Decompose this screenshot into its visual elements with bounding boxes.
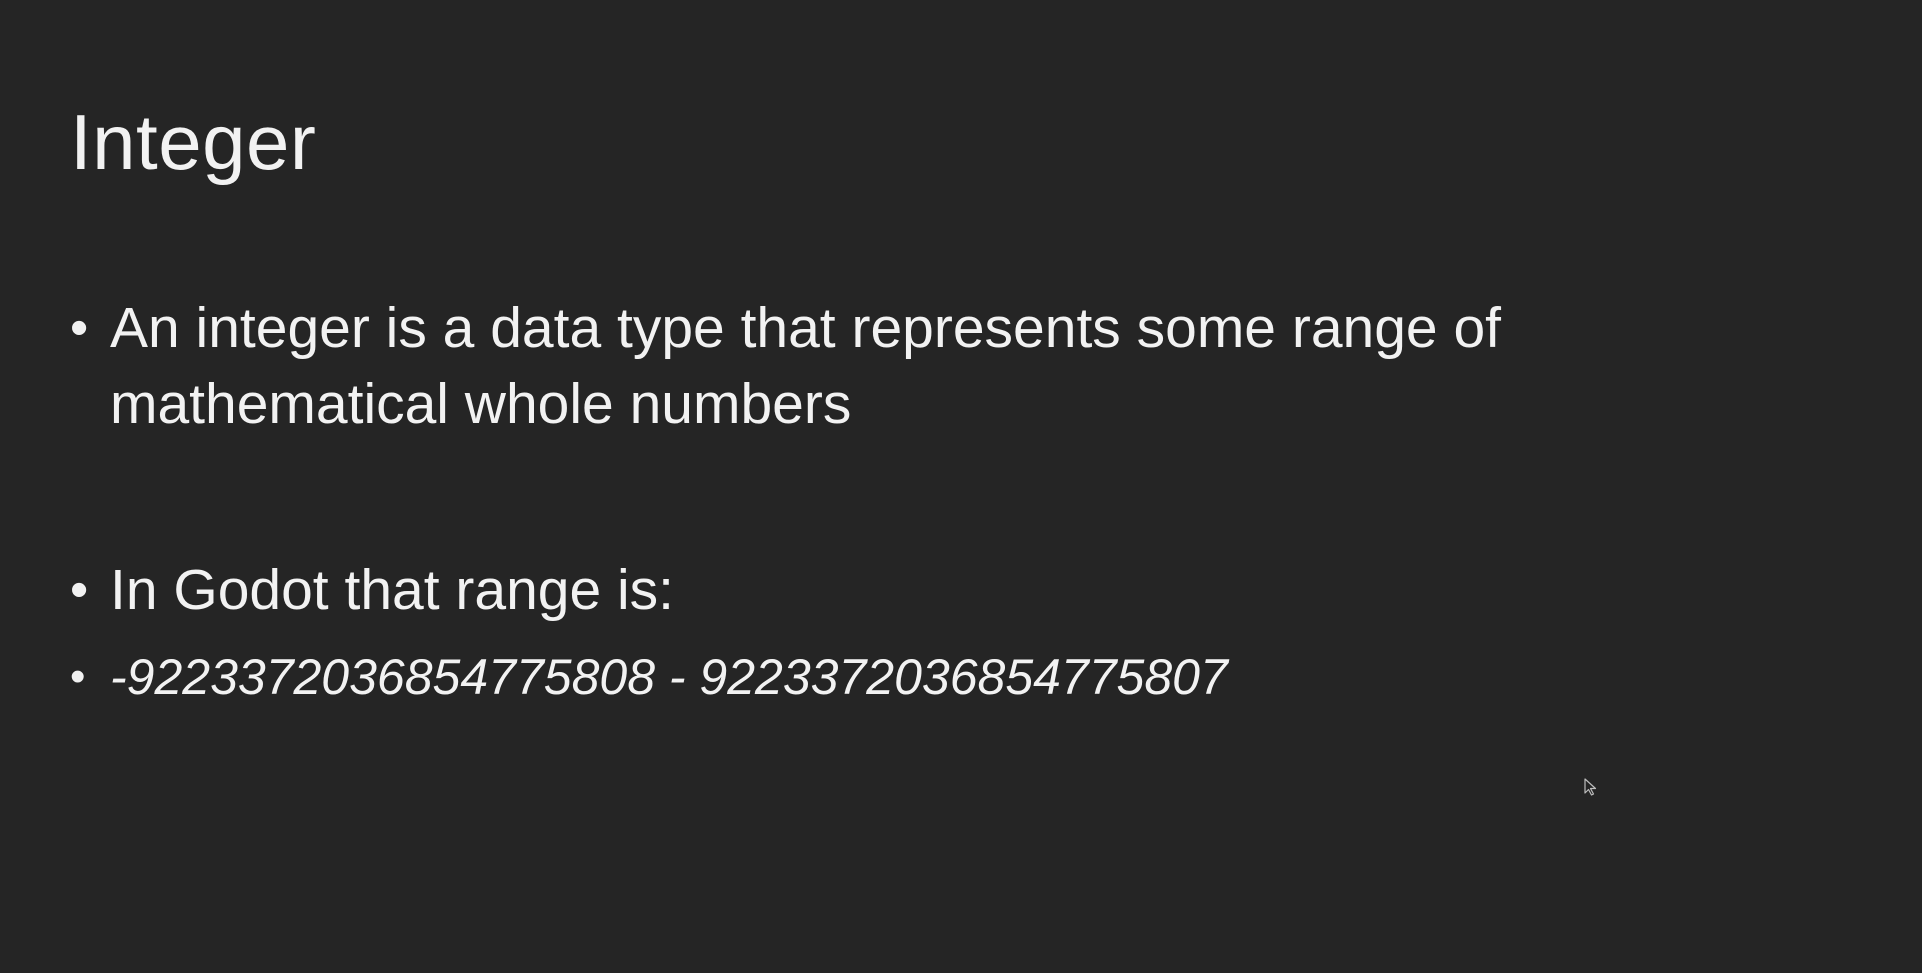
bullet-marker: • <box>70 561 89 619</box>
bullet-text: An integer is a data type that represent… <box>110 296 1501 436</box>
mouse-pointer-icon <box>1584 778 1597 796</box>
bullet-text: -9223372036854775808 - 92233720368547758… <box>110 649 1228 705</box>
bullet-text: In Godot that range is: <box>110 558 675 622</box>
slide-title: Integer <box>70 98 317 186</box>
bullet-item-godot-range: • In Godot that range is: <box>70 552 1770 628</box>
bullet-list: • An integer is a data type that represe… <box>70 290 1770 708</box>
bullet-marker: • <box>70 652 86 701</box>
bullet-item-definition: • An integer is a data type that represe… <box>70 290 1770 442</box>
bullet-item-range-values: • -9223372036854775808 - 922337203685477… <box>70 646 1770 708</box>
bullet-marker: • <box>70 299 89 357</box>
